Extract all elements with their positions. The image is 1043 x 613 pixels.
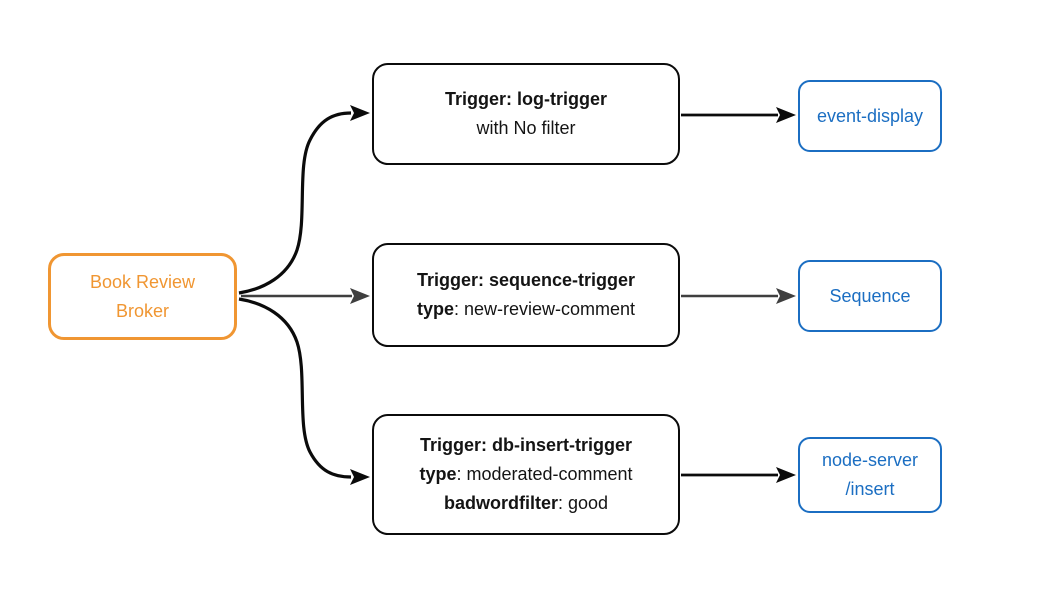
broker-node: Book Review Broker	[48, 253, 237, 340]
arrowhead-log-trigger-to-event-display	[776, 107, 796, 123]
trigger-line-bold: badwordfilter	[443, 493, 558, 513]
sink-label: event-display	[816, 105, 924, 126]
sink-node-event-display: event-display	[798, 80, 942, 152]
trigger-line: badwordfilter: good	[444, 489, 608, 518]
arrowhead-broker-to-db-insert-trigger	[350, 469, 370, 485]
sink-node-node-server-insert: node-server /insert	[798, 437, 942, 513]
trigger-line: type: moderated-comment	[419, 460, 632, 489]
edge-broker-to-db-insert-trigger	[238, 297, 352, 479]
trigger-line: Trigger: sequence-trigger	[417, 266, 635, 295]
arrowhead-db-insert-trigger-to-node-server	[776, 467, 796, 483]
trigger-node-log-trigger: Trigger: log-trigger with No filter	[372, 63, 680, 165]
trigger-line-regular: : good	[557, 493, 609, 513]
sink-node-sequence: Sequence	[798, 260, 942, 332]
sink-label-line2: /insert	[845, 479, 895, 499]
trigger-line-regular: : moderated-comment	[456, 464, 633, 484]
trigger-line-regular: : new-review-comment	[453, 299, 636, 319]
trigger-line-bold: Trigger: db-insert-trigger	[419, 435, 632, 455]
broker-label-line1: Book Review	[89, 271, 196, 292]
trigger-node-db-insert-trigger: Trigger: db-insert-trigger type: moderat…	[372, 414, 680, 535]
sink-label-line1: node-server	[821, 450, 919, 470]
trigger-line-regular: with No filter	[476, 118, 576, 138]
arrowhead-broker-to-sequence-trigger	[350, 288, 370, 304]
sink-label: Sequence	[829, 285, 911, 306]
trigger-line-bold: type	[416, 299, 454, 319]
arrowhead-sequence-trigger-to-sequence	[776, 288, 796, 304]
broker-label-line2: Broker	[115, 300, 169, 321]
trigger-line-bold: Trigger: log-trigger	[445, 89, 607, 109]
trigger-line-bold: Trigger: sequence-trigger	[416, 270, 636, 290]
edge-broker-to-log-trigger	[238, 111, 352, 295]
trigger-line: Trigger: log-trigger	[445, 85, 607, 114]
trigger-line-bold: type	[419, 464, 457, 484]
trigger-line: with No filter	[476, 114, 575, 143]
arrowhead-broker-to-log-trigger	[350, 105, 370, 121]
trigger-line: Trigger: db-insert-trigger	[420, 431, 632, 460]
trigger-line: type: new-review-comment	[417, 295, 635, 324]
trigger-node-sequence-trigger: Trigger: sequence-trigger type: new-revi…	[372, 243, 680, 347]
